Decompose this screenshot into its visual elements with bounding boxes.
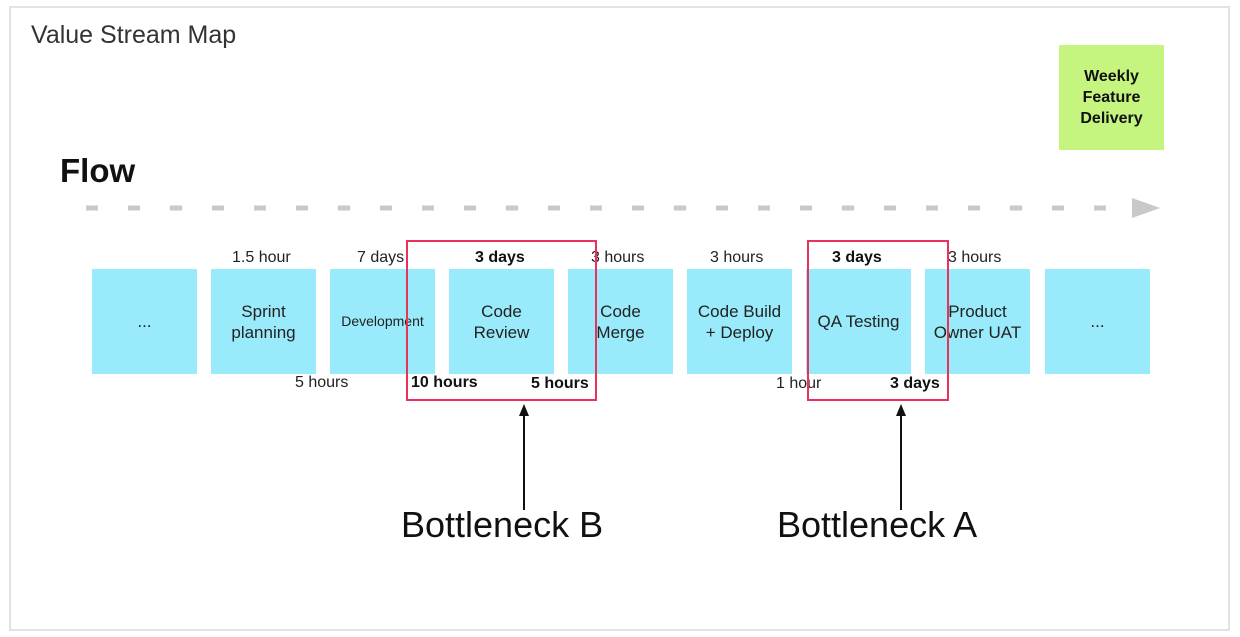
process-step-qa-testing[interactable]: QA Testing — [806, 269, 911, 374]
process-step-end[interactable]: ... — [1045, 269, 1150, 374]
process-step-code-merge[interactable]: Code Merge — [568, 269, 673, 374]
wait-time-before-code-review: 10 hours — [411, 374, 478, 391]
process-time-product-owner-uat: 3 hours — [948, 249, 1002, 266]
process-time-code-build-deploy: 3 hours — [710, 249, 764, 266]
bottleneck-b-arrowhead — [519, 404, 529, 416]
process-time-code-review: 3 days — [475, 249, 525, 266]
process-time-qa-testing: 3 days — [832, 249, 882, 266]
bottleneck-a-label: Bottleneck A — [777, 504, 978, 545]
process-time-development: 7 days — [357, 249, 405, 266]
process-time-sprint-planning: 1.5 hour — [232, 249, 291, 266]
process-step-code-build-deploy[interactable]: Code Build + Deploy — [687, 269, 792, 374]
process-step-start[interactable]: ... — [92, 269, 197, 374]
process-step-development[interactable]: Development — [330, 269, 435, 374]
wait-time-before-product-owner-uat: 3 days — [890, 375, 940, 392]
bottleneck-b-label: Bottleneck B — [401, 504, 604, 545]
bottleneck-b-highlight — [406, 240, 597, 401]
bottleneck-a-arrowhead — [896, 404, 906, 416]
wait-time-before-code-merge: 5 hours — [531, 375, 589, 392]
sticky-note-weekly-feature-delivery[interactable]: Weekly Feature Delivery — [1059, 45, 1164, 150]
page-title: Value Stream Map — [31, 21, 237, 49]
bottleneck-a-highlight — [807, 240, 949, 401]
flow-label: Flow — [60, 152, 136, 189]
process-step-code-review[interactable]: Code Review — [449, 269, 554, 374]
process-time-code-merge: 3 hours — [591, 249, 645, 266]
process-step-sprint-planning[interactable]: Sprint planning — [211, 269, 316, 374]
process-step-product-owner-uat[interactable]: Product Owner UAT — [925, 269, 1030, 374]
wait-time-before-qa-testing: 1 hour — [776, 375, 822, 392]
flow-arrowhead — [1132, 198, 1160, 218]
wait-time-before-development: 5 hours — [295, 374, 349, 391]
